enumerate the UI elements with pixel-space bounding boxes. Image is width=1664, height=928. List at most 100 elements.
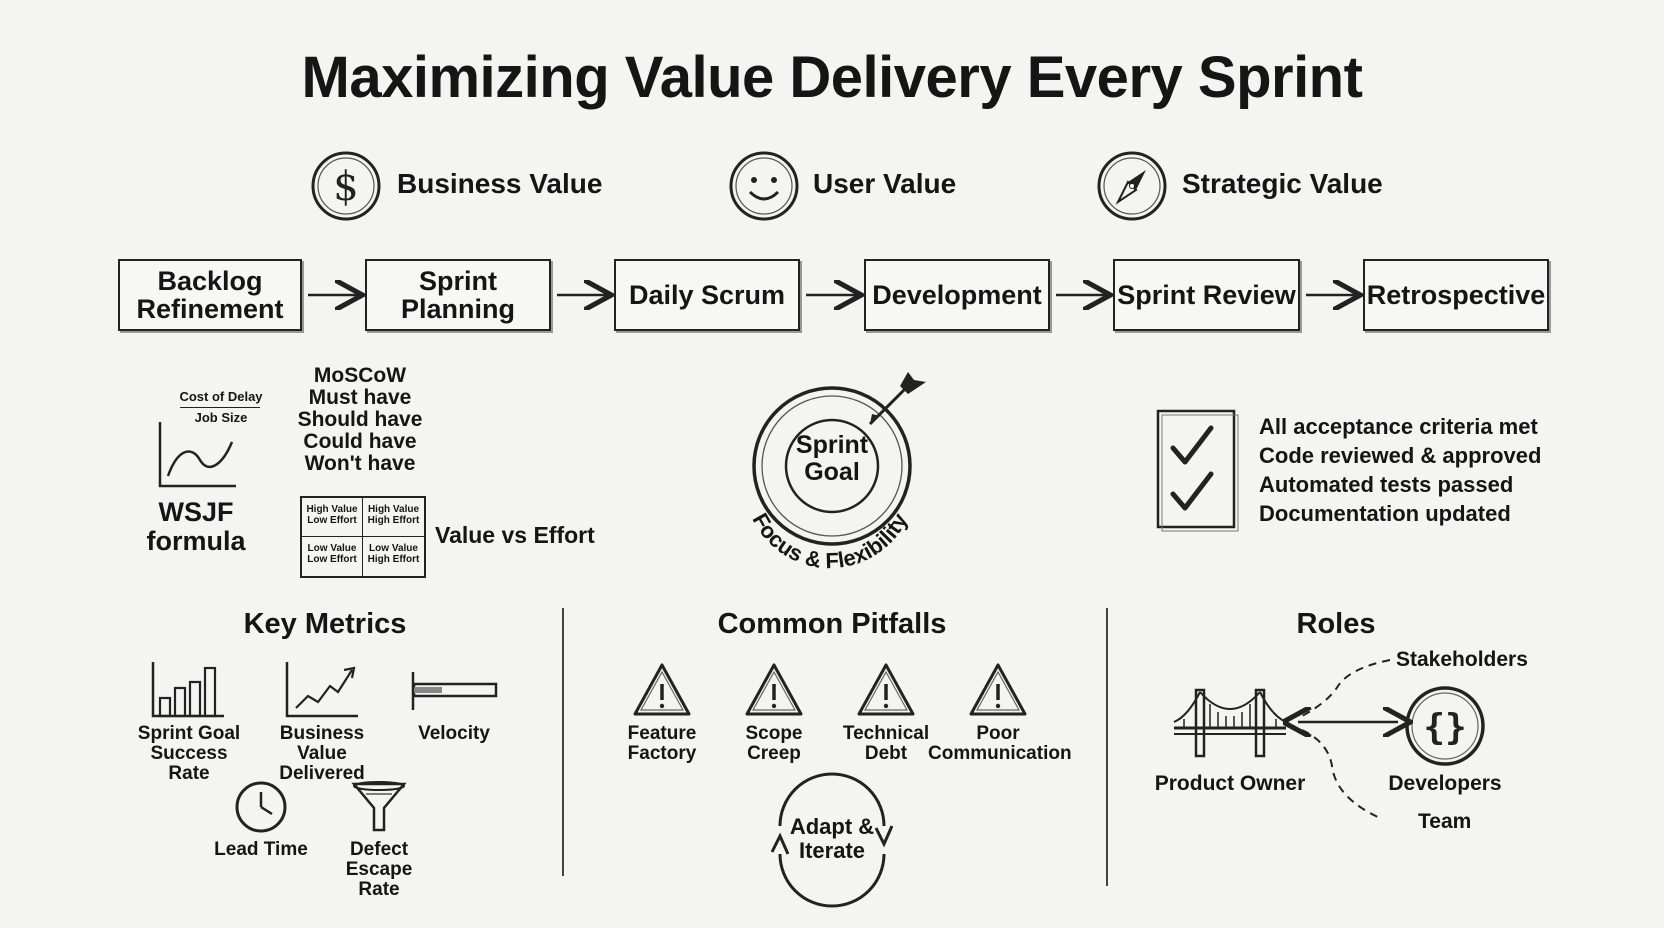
section-divider: [1106, 608, 1108, 886]
cycle-label-line: Iterate: [798, 838, 866, 863]
matrix-cell-line: Low Effort: [307, 515, 357, 526]
matrix-cell-line: High Effort: [367, 515, 420, 526]
metric-label: Sprint Goal Success Rate: [130, 724, 248, 784]
moscow-list: MoSCoW Must have Should have Could have …: [290, 365, 430, 475]
value-type-label: Strategic Value: [1182, 168, 1383, 199]
wsjf-numerator: Cost of Delay: [179, 389, 263, 404]
step-label: Daily Scrum: [628, 280, 786, 310]
cycle-label-line: Adapt &: [789, 814, 875, 839]
step-label: Development: [872, 280, 1042, 310]
cycle-label: Adapt & Iterate: [782, 815, 882, 863]
dashed-connector: [1301, 729, 1381, 819]
step-label: Sprint Review: [1117, 280, 1296, 310]
matrix-cell-line: Low Value: [369, 543, 418, 554]
bar-chart-icon: [151, 662, 224, 718]
metric-label-line: Rate: [358, 879, 400, 900]
step-label: Backlog: [157, 266, 263, 296]
dod-item: Code reviewed & approved: [1259, 443, 1542, 468]
metric-label-line: Defect Escape: [345, 839, 413, 880]
metric-label-line: Sprint Goal: [137, 723, 241, 744]
checklist-icon: [1156, 409, 1239, 532]
smiley-icon: [729, 151, 799, 221]
pitfall-label: Scope Creep: [718, 724, 830, 764]
page-title: Maximizing Value Delivery Every Sprint: [301, 45, 1363, 110]
step-label: Planning: [401, 294, 515, 324]
pitfall-label: Poor Communication: [928, 723, 1072, 764]
sprint-goal-line: Goal: [804, 458, 860, 486]
matrix-cell-line: High Value: [306, 504, 358, 515]
dod-item: Automated tests passed: [1259, 472, 1514, 497]
warning-icon: [969, 663, 1027, 716]
moscow-item: Must have: [308, 386, 412, 409]
role-team: Team: [1418, 810, 1472, 833]
moscow-title: MoSCoW: [313, 364, 407, 387]
pitfall-label-line: Feature: [627, 723, 697, 744]
arc-text: Focus & Flexibility: [748, 508, 913, 573]
pitfalls-title: Common Pitfalls: [717, 608, 947, 640]
matrix-cell-line: High Effort: [367, 554, 420, 565]
key-metrics-title: Key Metrics: [243, 608, 407, 640]
svg-text:{}: {}: [1423, 707, 1466, 748]
moscow-item: Should have: [297, 408, 423, 431]
velocity-bar-icon: [411, 672, 498, 710]
metric-label-line: Success Rate: [150, 743, 228, 784]
metric-label: Velocity: [418, 723, 490, 744]
svg-text:$: $: [333, 164, 358, 210]
dollar-icon: $: [311, 151, 381, 221]
matrix-cell-line: Low Value: [307, 543, 357, 554]
sprint-goal-line: Sprint: [795, 431, 869, 459]
moscow-item: Won't have: [304, 452, 416, 475]
line-chart-icon: [285, 662, 358, 718]
step-daily-scrum: Daily Scrum: [614, 259, 800, 331]
step-label: Retrospective: [1366, 280, 1546, 310]
curve-chart-icon: [158, 422, 236, 488]
wsjf-label-line: formula: [146, 526, 246, 556]
pitfall-label-line: Technical: [842, 723, 930, 744]
wsjf-label-line: WSJF: [158, 497, 234, 527]
fraction-bar: [180, 407, 260, 408]
wsjf-label: WSJF formula: [140, 498, 252, 556]
bridge-icon: [1173, 688, 1287, 758]
moscow-item: Could have: [303, 430, 417, 453]
role-stakeholders: Stakeholders: [1396, 648, 1528, 671]
pitfall-label-line: Poor: [976, 723, 1020, 744]
step-retrospective: Retrospective: [1363, 259, 1549, 331]
pitfall-label: Technical Debt: [830, 724, 942, 764]
sprint-goal-target-icon: Focus & Flexibility: [748, 372, 926, 573]
metric-label: Lead Time: [214, 839, 308, 860]
pitfall-label-line: Debt: [864, 743, 908, 764]
roles-title: Roles: [1296, 608, 1376, 640]
roles-connectors: [1290, 659, 1420, 819]
pitfall-label-line: Communication: [928, 743, 1072, 764]
metric-label: Business Value Delivered: [257, 724, 387, 784]
matrix-cell-line: High Value: [367, 504, 420, 515]
definition-of-done-list: All acceptance criteria met Code reviewe…: [1259, 412, 1541, 528]
funnel-icon: [351, 781, 407, 832]
warning-icon: [857, 663, 915, 716]
role-developers: Developers: [1388, 772, 1502, 795]
matrix-label: Value vs Effort: [435, 522, 595, 548]
metric-label-line: Business Value: [279, 723, 365, 764]
step-development: Development: [864, 259, 1050, 331]
clock-icon: [235, 781, 287, 833]
step-sprint-review: Sprint Review: [1113, 259, 1300, 331]
dashed-connector: [1301, 659, 1391, 717]
step-label: Refinement: [136, 294, 284, 324]
dod-item: All acceptance criteria met: [1259, 414, 1538, 439]
compass-icon: [1097, 151, 1167, 221]
pitfall-label: Feature Factory: [606, 724, 718, 764]
step-label: Sprint: [419, 266, 497, 296]
metric-label-line: Delivered: [279, 763, 365, 784]
arc-label: Focus & Flexibility: [748, 508, 913, 573]
wsjf-denominator: Job Size: [194, 410, 248, 425]
dod-item: Documentation updated: [1259, 501, 1511, 526]
metric-label: Defect Escape Rate: [316, 840, 442, 900]
cycle-arrows-icon: [770, 772, 894, 908]
warning-icon: [745, 663, 803, 716]
